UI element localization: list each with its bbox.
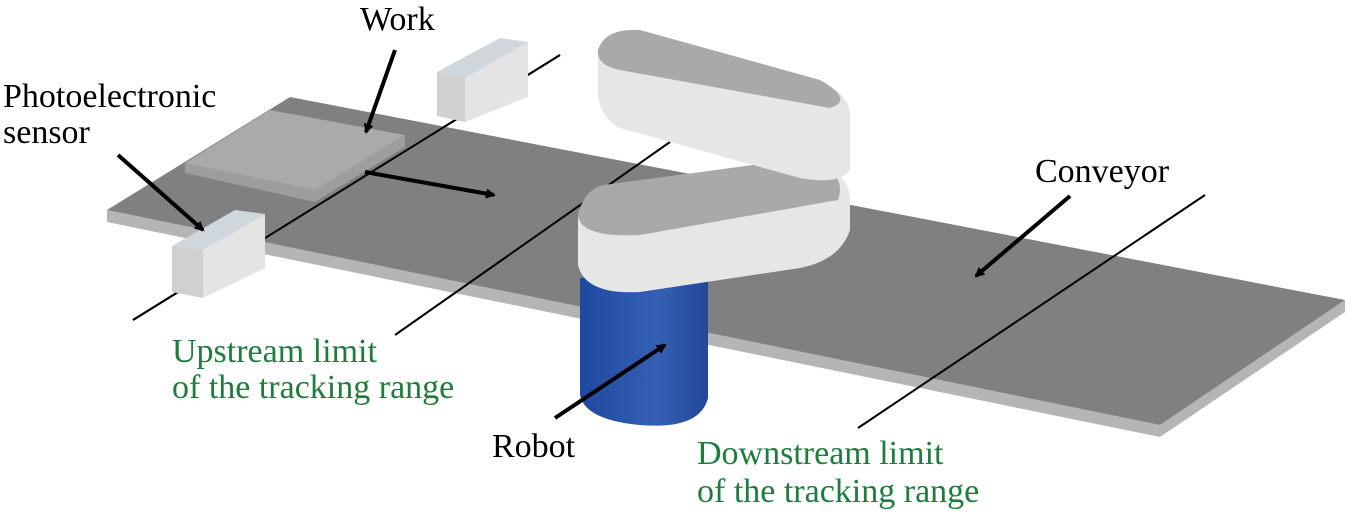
robot-pointer-arrow [553, 343, 667, 420]
downstream-limit-line [857, 194, 1206, 429]
label-upstream-line2: of the tracking range [172, 369, 454, 406]
label-robot: Robot [492, 428, 576, 465]
label-downstream-line2: of the tracking range [697, 473, 979, 510]
work-motion-arrow [364, 170, 496, 199]
label-sensor-line1: Photoelectronic [3, 78, 216, 115]
label-upstream-line1: Upstream limit [172, 333, 377, 370]
photoelectronic-sensor-lower [172, 210, 265, 298]
label-conveyor: Conveyor [1035, 153, 1170, 190]
work-piece [185, 110, 405, 202]
label-sensor-line2: sensor [3, 114, 91, 151]
label-work: Work [360, 1, 435, 38]
robot [578, 29, 850, 426]
label-downstream-line1: Downstream limit [697, 435, 944, 472]
photoelectronic-sensor-upper [437, 38, 528, 122]
conveyor-pointer-arrow [974, 194, 1072, 278]
work-pointer-arrow [363, 49, 397, 134]
sensor-pointer-arrow [116, 153, 205, 232]
upstream-limit-line [394, 141, 671, 336]
